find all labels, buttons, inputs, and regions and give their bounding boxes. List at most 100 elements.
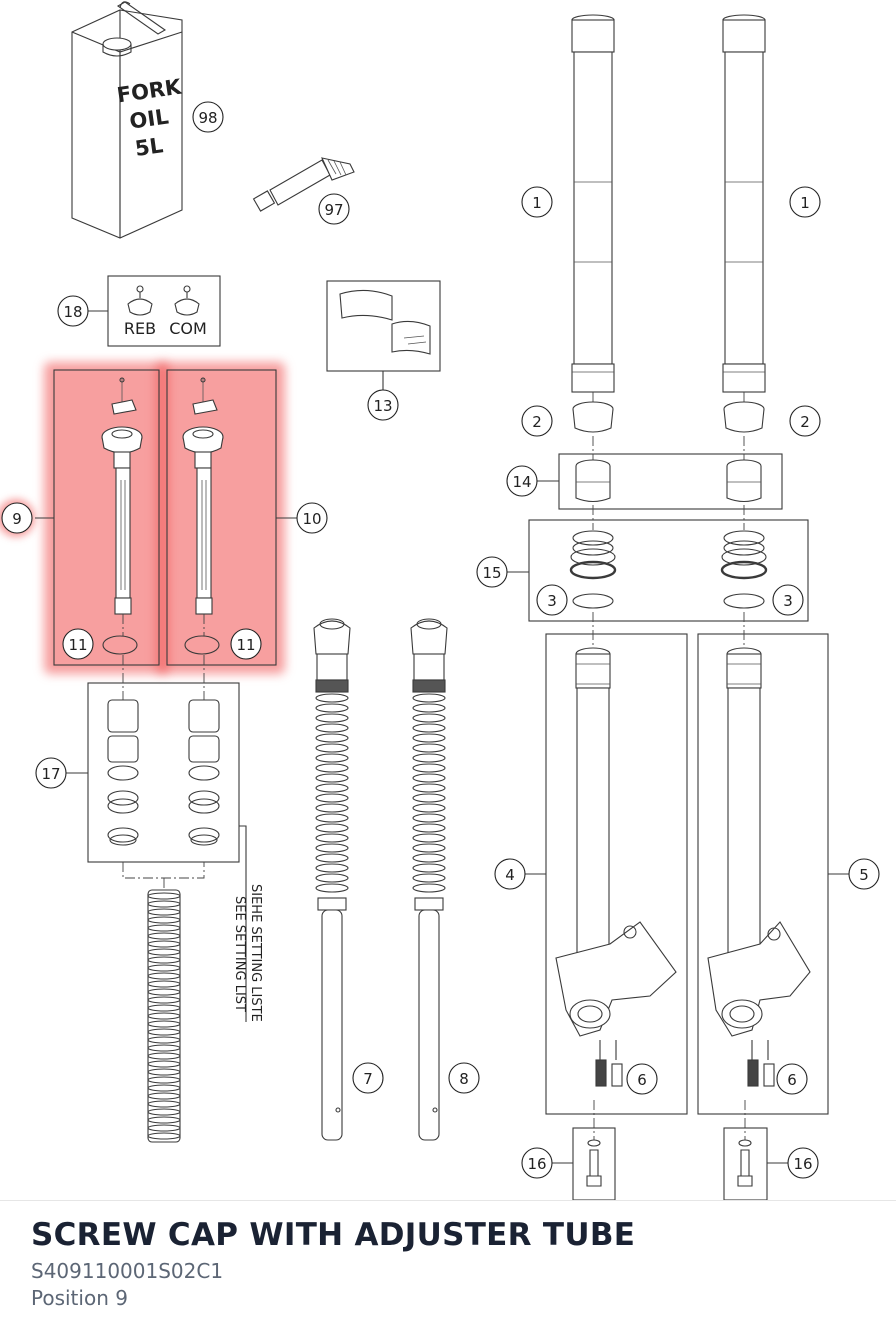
cartridge-damper-7[interactable]: [313, 618, 351, 1141]
callout-1-left[interactable]: 1: [521, 186, 553, 218]
bottom-bolt-right[interactable]: [723, 1100, 768, 1200]
callout-16-right[interactable]: 16: [787, 1147, 819, 1179]
screw-cap-assembly-left[interactable]: [53, 369, 160, 666]
exploded-parts-diagram: FORK OIL 5L REB COM: [0, 1, 880, 1200]
callout-6-right[interactable]: 6: [776, 1063, 808, 1095]
svg-text:14: 14: [512, 473, 531, 491]
compression-label: COM: [169, 319, 207, 338]
bushing-box[interactable]: [326, 280, 441, 372]
bottom-bolt-left[interactable]: [572, 1100, 616, 1200]
rebound-knob-icon: [127, 285, 153, 316]
svg-text:1: 1: [800, 194, 810, 212]
svg-text:11: 11: [236, 636, 255, 654]
fork-spring[interactable]: [147, 889, 181, 1143]
spring-coil: [412, 773, 446, 783]
leader-lines: [35, 310, 850, 1164]
callout-3-left[interactable]: 3: [536, 584, 568, 616]
callout-8[interactable]: 8: [448, 1062, 480, 1094]
spring-coil: [412, 873, 446, 883]
upper-tube-left[interactable]: [571, 14, 615, 408]
fork-oil-can[interactable]: FORK OIL 5L: [71, 1, 183, 239]
svg-text:2: 2: [532, 413, 542, 431]
spring-coil: [147, 1132, 181, 1140]
callout-14[interactable]: 14: [506, 465, 538, 497]
svg-text:11: 11: [68, 636, 87, 654]
spring-coil: [147, 900, 181, 908]
spring-coil: [147, 948, 181, 956]
spring-coil: [315, 723, 349, 733]
spring-coil: [412, 843, 446, 853]
svg-text:10: 10: [302, 510, 321, 528]
spring-coil: [315, 713, 349, 723]
spring-coil: [147, 1004, 181, 1012]
setting-note: SIEHE SETTING LISTE SEE SETTING LIST: [232, 825, 263, 1022]
guide-bushing-right[interactable]: [723, 401, 765, 433]
outer-tube-left[interactable]: [545, 612, 688, 1115]
spring-coil: [412, 753, 446, 763]
svg-text:16: 16: [527, 1155, 546, 1173]
callout-1-right[interactable]: 1: [789, 186, 821, 218]
callout-11-left[interactable]: 11: [62, 628, 94, 660]
spring-coil: [315, 783, 349, 793]
svg-text:4: 4: [505, 866, 515, 884]
callout-5[interactable]: 5: [848, 858, 880, 890]
svg-text:2: 2: [800, 413, 810, 431]
callout-13[interactable]: 13: [367, 389, 399, 421]
spring-coil: [315, 773, 349, 783]
callout-6-left[interactable]: 6: [626, 1063, 658, 1095]
spring-coil: [412, 743, 446, 753]
spring-coil: [412, 733, 446, 743]
spring-coil: [147, 1060, 181, 1068]
callout-15[interactable]: 15: [476, 556, 508, 588]
callout-98[interactable]: 98: [192, 101, 224, 133]
svg-text:18: 18: [63, 303, 82, 321]
spring-coil: [315, 733, 349, 743]
spring-coil: [147, 964, 181, 972]
screw-cap-assembly-right[interactable]: [166, 369, 277, 666]
svg-text:5: 5: [859, 866, 869, 884]
part-number: S409110001S02C1: [31, 1259, 224, 1283]
svg-text:6: 6: [787, 1071, 797, 1089]
grease-tube[interactable]: [252, 157, 355, 212]
dust-seal-box[interactable]: [558, 436, 783, 510]
spring-coil: [315, 763, 349, 773]
spring-coil: [147, 1068, 181, 1076]
spring-coil: [315, 813, 349, 823]
spring-coil: [315, 693, 349, 703]
callout-17[interactable]: 17: [35, 757, 67, 789]
spring-coil: [315, 883, 349, 893]
cartridge-parts-box[interactable]: [87, 655, 240, 890]
spring-coil: [147, 1052, 181, 1060]
callout-18[interactable]: 18: [57, 295, 89, 327]
spring-coil: [412, 783, 446, 793]
spring-coil: [147, 1100, 181, 1108]
compression-knob-icon: [174, 285, 200, 316]
callout-4[interactable]: 4: [494, 858, 526, 890]
svg-text:8: 8: [459, 1070, 469, 1088]
callout-10[interactable]: 10: [296, 502, 328, 534]
callout-2-left[interactable]: 2: [521, 405, 553, 437]
callout-2-right[interactable]: 2: [789, 405, 821, 437]
spring-coil: [315, 823, 349, 833]
upper-tube-right[interactable]: [722, 14, 766, 408]
spring-coil: [315, 753, 349, 763]
spring-coil: [147, 1092, 181, 1100]
adjuster-knobs-box[interactable]: REB COM: [107, 275, 221, 347]
oil-can-text-line2: OIL: [128, 104, 170, 133]
callout-3-right[interactable]: 3: [772, 584, 804, 616]
spring-coil: [147, 1012, 181, 1020]
oil-seal-box[interactable]: [528, 505, 809, 622]
callout-97[interactable]: 97: [318, 193, 350, 225]
spring-coil: [315, 743, 349, 753]
callout-16-left[interactable]: 16: [521, 1147, 553, 1179]
spring-coil: [412, 723, 446, 733]
callout-7[interactable]: 7: [352, 1062, 384, 1094]
guide-bushing-left[interactable]: [572, 401, 614, 433]
cartridge-damper-8[interactable]: [410, 618, 448, 1141]
callout-11-right[interactable]: 11: [230, 628, 262, 660]
callout-9[interactable]: 9: [1, 502, 33, 534]
spring-coil: [147, 1076, 181, 1084]
outer-tube-right[interactable]: [697, 612, 829, 1115]
spring-coil: [147, 908, 181, 916]
rebound-label: REB: [124, 319, 156, 338]
